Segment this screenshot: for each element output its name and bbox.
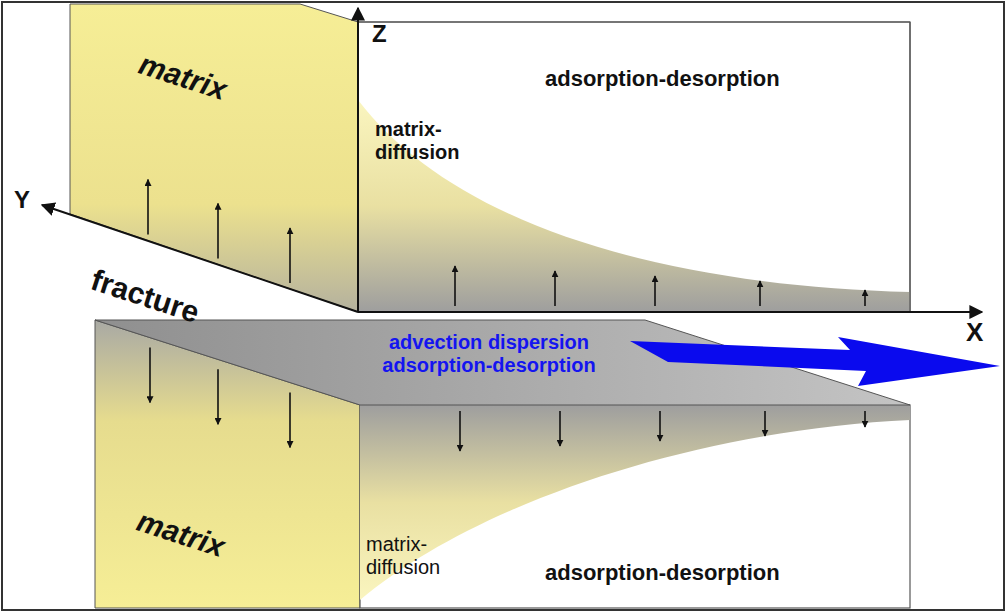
diffusion-arrow xyxy=(147,180,149,235)
diffusion-arrow xyxy=(554,271,556,306)
process-label: matrix-diffusion xyxy=(375,118,475,164)
lower-matrix-front-face xyxy=(360,405,910,608)
upper-matrix-front-face xyxy=(358,22,910,312)
process-label: advection dispersion adsorption-desorpti… xyxy=(364,331,614,377)
diffusion-arrow xyxy=(217,203,219,258)
process-label: adsorption-desorption xyxy=(545,560,780,585)
diffusion-arrow xyxy=(289,392,291,447)
process-label: matrix-diffusion xyxy=(366,533,466,579)
region-label: matrix xyxy=(133,504,229,565)
region-label: matrix xyxy=(135,47,231,108)
upper-diffusion-zone xyxy=(358,100,910,312)
axis-label: Y xyxy=(14,186,30,214)
diffusion-arrow xyxy=(659,411,661,441)
region-label: fracture xyxy=(87,263,204,330)
flow-arrow xyxy=(630,337,1000,386)
z-axis xyxy=(357,8,359,312)
diffusion-arrows xyxy=(148,180,865,451)
diffusion-arrow xyxy=(864,411,866,427)
diffusion-arrow xyxy=(764,411,766,436)
diffusion-arrow xyxy=(217,369,219,424)
upper-block-edge xyxy=(909,22,910,312)
diffusion-arrow xyxy=(454,266,456,306)
diffusion-arrow xyxy=(289,228,291,283)
x-axis xyxy=(358,311,982,313)
diffusion-arrow xyxy=(759,281,761,306)
process-label: adsorption-desorption xyxy=(545,66,780,91)
lower-diffusion-zone xyxy=(360,405,910,600)
diffusion-arrow xyxy=(149,348,151,403)
axis-label: X xyxy=(966,318,983,348)
diffusion-arrow xyxy=(864,290,866,306)
upper-matrix-side-face xyxy=(70,4,358,312)
diffusion-arrow xyxy=(654,276,656,306)
diffusion-arrow xyxy=(459,411,461,451)
axis-label: Z xyxy=(372,20,387,48)
diffusion-arrow xyxy=(559,411,561,446)
upper-block-edge xyxy=(358,21,910,22)
